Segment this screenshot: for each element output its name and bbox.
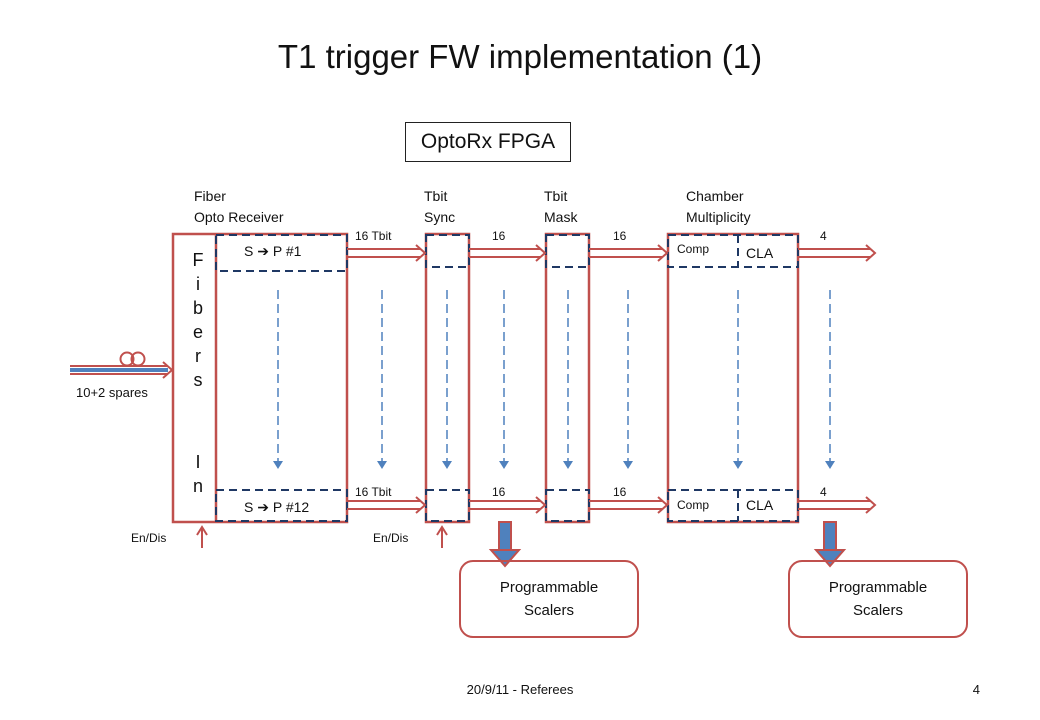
fibers-in-letter: I: [195, 452, 201, 472]
bus-label: 4: [820, 229, 827, 243]
sp-top-box: [215, 234, 348, 272]
cla-top-label: CLA: [746, 245, 774, 261]
en-dis-label: En/Dis: [131, 531, 167, 545]
fiber-input-arrow: [70, 351, 174, 379]
sp-bottom-label: S ➔ P #12: [244, 499, 310, 515]
sp-top-label: S ➔ P #1: [244, 243, 302, 259]
fpga-label: OptoRx FPGA: [405, 122, 571, 162]
sp-bottom-box: [215, 489, 348, 522]
programmable-scalers-box: Programmable Scalers: [788, 560, 968, 638]
scaler-arrow: [813, 521, 847, 568]
fibers-in-letter: i: [196, 274, 200, 294]
en-dis-label: En/Dis: [373, 531, 409, 545]
bus-label: 16: [492, 229, 506, 243]
chamber-block: [666, 232, 800, 524]
sync-top-box: [425, 234, 470, 268]
chamber-top-box: [667, 234, 799, 268]
comp-bottom-label: Comp: [677, 498, 710, 512]
fiber-coil-icon: [119, 351, 135, 367]
header-chamber-multiplicity: Chamber Multiplicity: [686, 188, 751, 225]
bus-label: 4: [820, 485, 827, 499]
fibers-in-letter: n: [192, 476, 203, 496]
fibers-in-letter: s: [193, 370, 203, 390]
bus-label: 16: [613, 485, 627, 499]
chamber-bottom-box: [667, 489, 799, 522]
header-fiber-opto-receiver: Fiber Opto Receiver: [194, 188, 284, 225]
scaler-arrow: [488, 521, 522, 568]
fibers-in-letter: r: [195, 346, 201, 366]
fibers-in-letter: F: [192, 250, 204, 270]
fiber-coil-icon: [130, 351, 146, 367]
programmable-scalers-box: Programmable Scalers: [459, 560, 639, 638]
bus-label: 16 Tbit: [355, 485, 392, 499]
mask-bottom-box: [545, 489, 590, 522]
fibers-in-letter: e: [192, 322, 203, 342]
page-number: 4: [972, 682, 980, 697]
mask-top-box: [545, 234, 590, 268]
header-tbit-mask: Tbit Mask: [544, 188, 578, 225]
footer-text: 20/9/11 - Referees: [466, 682, 574, 697]
cla-bottom-label: CLA: [746, 497, 774, 513]
comp-top-label: Comp: [677, 242, 710, 256]
spares-label: 10+2 spares: [76, 385, 148, 400]
header-tbit-sync: Tbit Sync: [424, 188, 456, 225]
sync-bottom-box: [425, 489, 470, 522]
fibers-in-letter: b: [192, 298, 203, 318]
bus-label: 16 Tbit: [355, 229, 392, 243]
slide-title: T1 trigger FW implementation (1): [277, 38, 763, 75]
bus-label: 16: [492, 485, 506, 499]
bus-label: 16: [613, 229, 627, 243]
